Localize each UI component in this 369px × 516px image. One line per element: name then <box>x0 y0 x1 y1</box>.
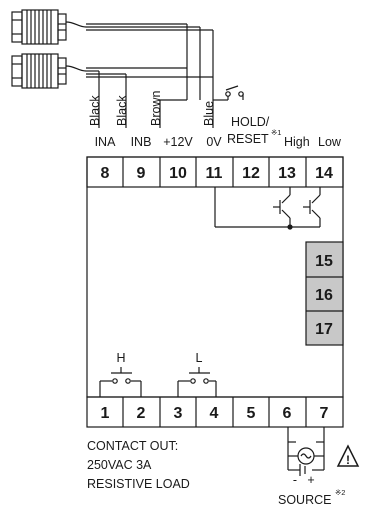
power-source <box>287 427 325 476</box>
top-terminals: 8 9 10 11 12 13 14 <box>101 165 333 182</box>
terminal-17: 17 <box>315 321 333 338</box>
label-12v: +12V <box>163 135 193 149</box>
transistor-outputs <box>214 187 321 230</box>
wire-labels: Black Black Brown Blue <box>88 91 216 126</box>
sensor-b <box>11 53 87 89</box>
terminal-4: 4 <box>210 405 219 422</box>
terminal-16: 16 <box>315 287 333 304</box>
label-inb: INB <box>131 135 152 149</box>
source-label: SOURCE <box>278 493 331 507</box>
reset-note: ※1 <box>271 128 281 137</box>
source-plus: + <box>307 473 314 487</box>
terminal-14: 14 <box>315 165 333 182</box>
side-terminals: 15 16 17 <box>315 253 333 338</box>
terminal-11: 11 <box>206 165 223 182</box>
wire-label-black-a: Black <box>88 95 102 126</box>
terminal-7: 7 <box>320 405 329 422</box>
terminal-8: 8 <box>101 165 110 182</box>
terminal-2: 2 <box>137 405 146 422</box>
warning-symbol: ! <box>346 453 350 467</box>
relay-label-l: L <box>196 351 203 365</box>
hold-reset-switch <box>213 85 244 101</box>
terminal-3: 3 <box>174 405 183 422</box>
relay-label-h: H <box>116 351 125 365</box>
contact-note-line-3: RESISTIVE LOAD <box>87 477 190 491</box>
side-terminal-block <box>305 241 344 346</box>
wire-label-blue: Blue <box>202 101 216 126</box>
terminal-15: 15 <box>315 253 333 270</box>
sensor-cables <box>86 23 214 128</box>
sensor-a <box>11 9 87 45</box>
contact-note-line-2: 250VAC 3A <box>87 458 152 472</box>
contact-out-note: CONTACT OUT: 250VAC 3A RESISTIVE LOAD <box>87 439 190 491</box>
label-low: Low <box>318 135 342 149</box>
relay-contacts <box>99 367 217 397</box>
label-0v: 0V <box>206 135 222 149</box>
terminal-12: 12 <box>242 165 260 182</box>
terminal-13: 13 <box>278 165 296 182</box>
wire-label-brown: Brown <box>149 91 163 126</box>
wire-label-black-b: Black <box>115 95 129 126</box>
warning-icon: ! <box>336 444 360 467</box>
terminal-10: 10 <box>169 165 187 182</box>
label-reset: RESET <box>227 132 269 146</box>
bottom-terminals: 1 2 3 4 5 6 7 <box>101 405 329 422</box>
terminal-6: 6 <box>283 405 292 422</box>
contact-note-line-1: CONTACT OUT: <box>87 439 178 453</box>
label-high: High <box>284 135 310 149</box>
label-ina: INA <box>95 135 117 149</box>
terminal-1: 1 <box>101 405 110 422</box>
source-minus: - <box>293 473 297 487</box>
hold-label: HOLD/ <box>231 115 270 129</box>
source-note: ※2 <box>335 488 345 497</box>
terminal-function-labels: INA INB +12V 0V RESET ※1 High Low <box>95 128 342 149</box>
terminal-9: 9 <box>137 165 146 182</box>
terminal-5: 5 <box>247 405 256 422</box>
